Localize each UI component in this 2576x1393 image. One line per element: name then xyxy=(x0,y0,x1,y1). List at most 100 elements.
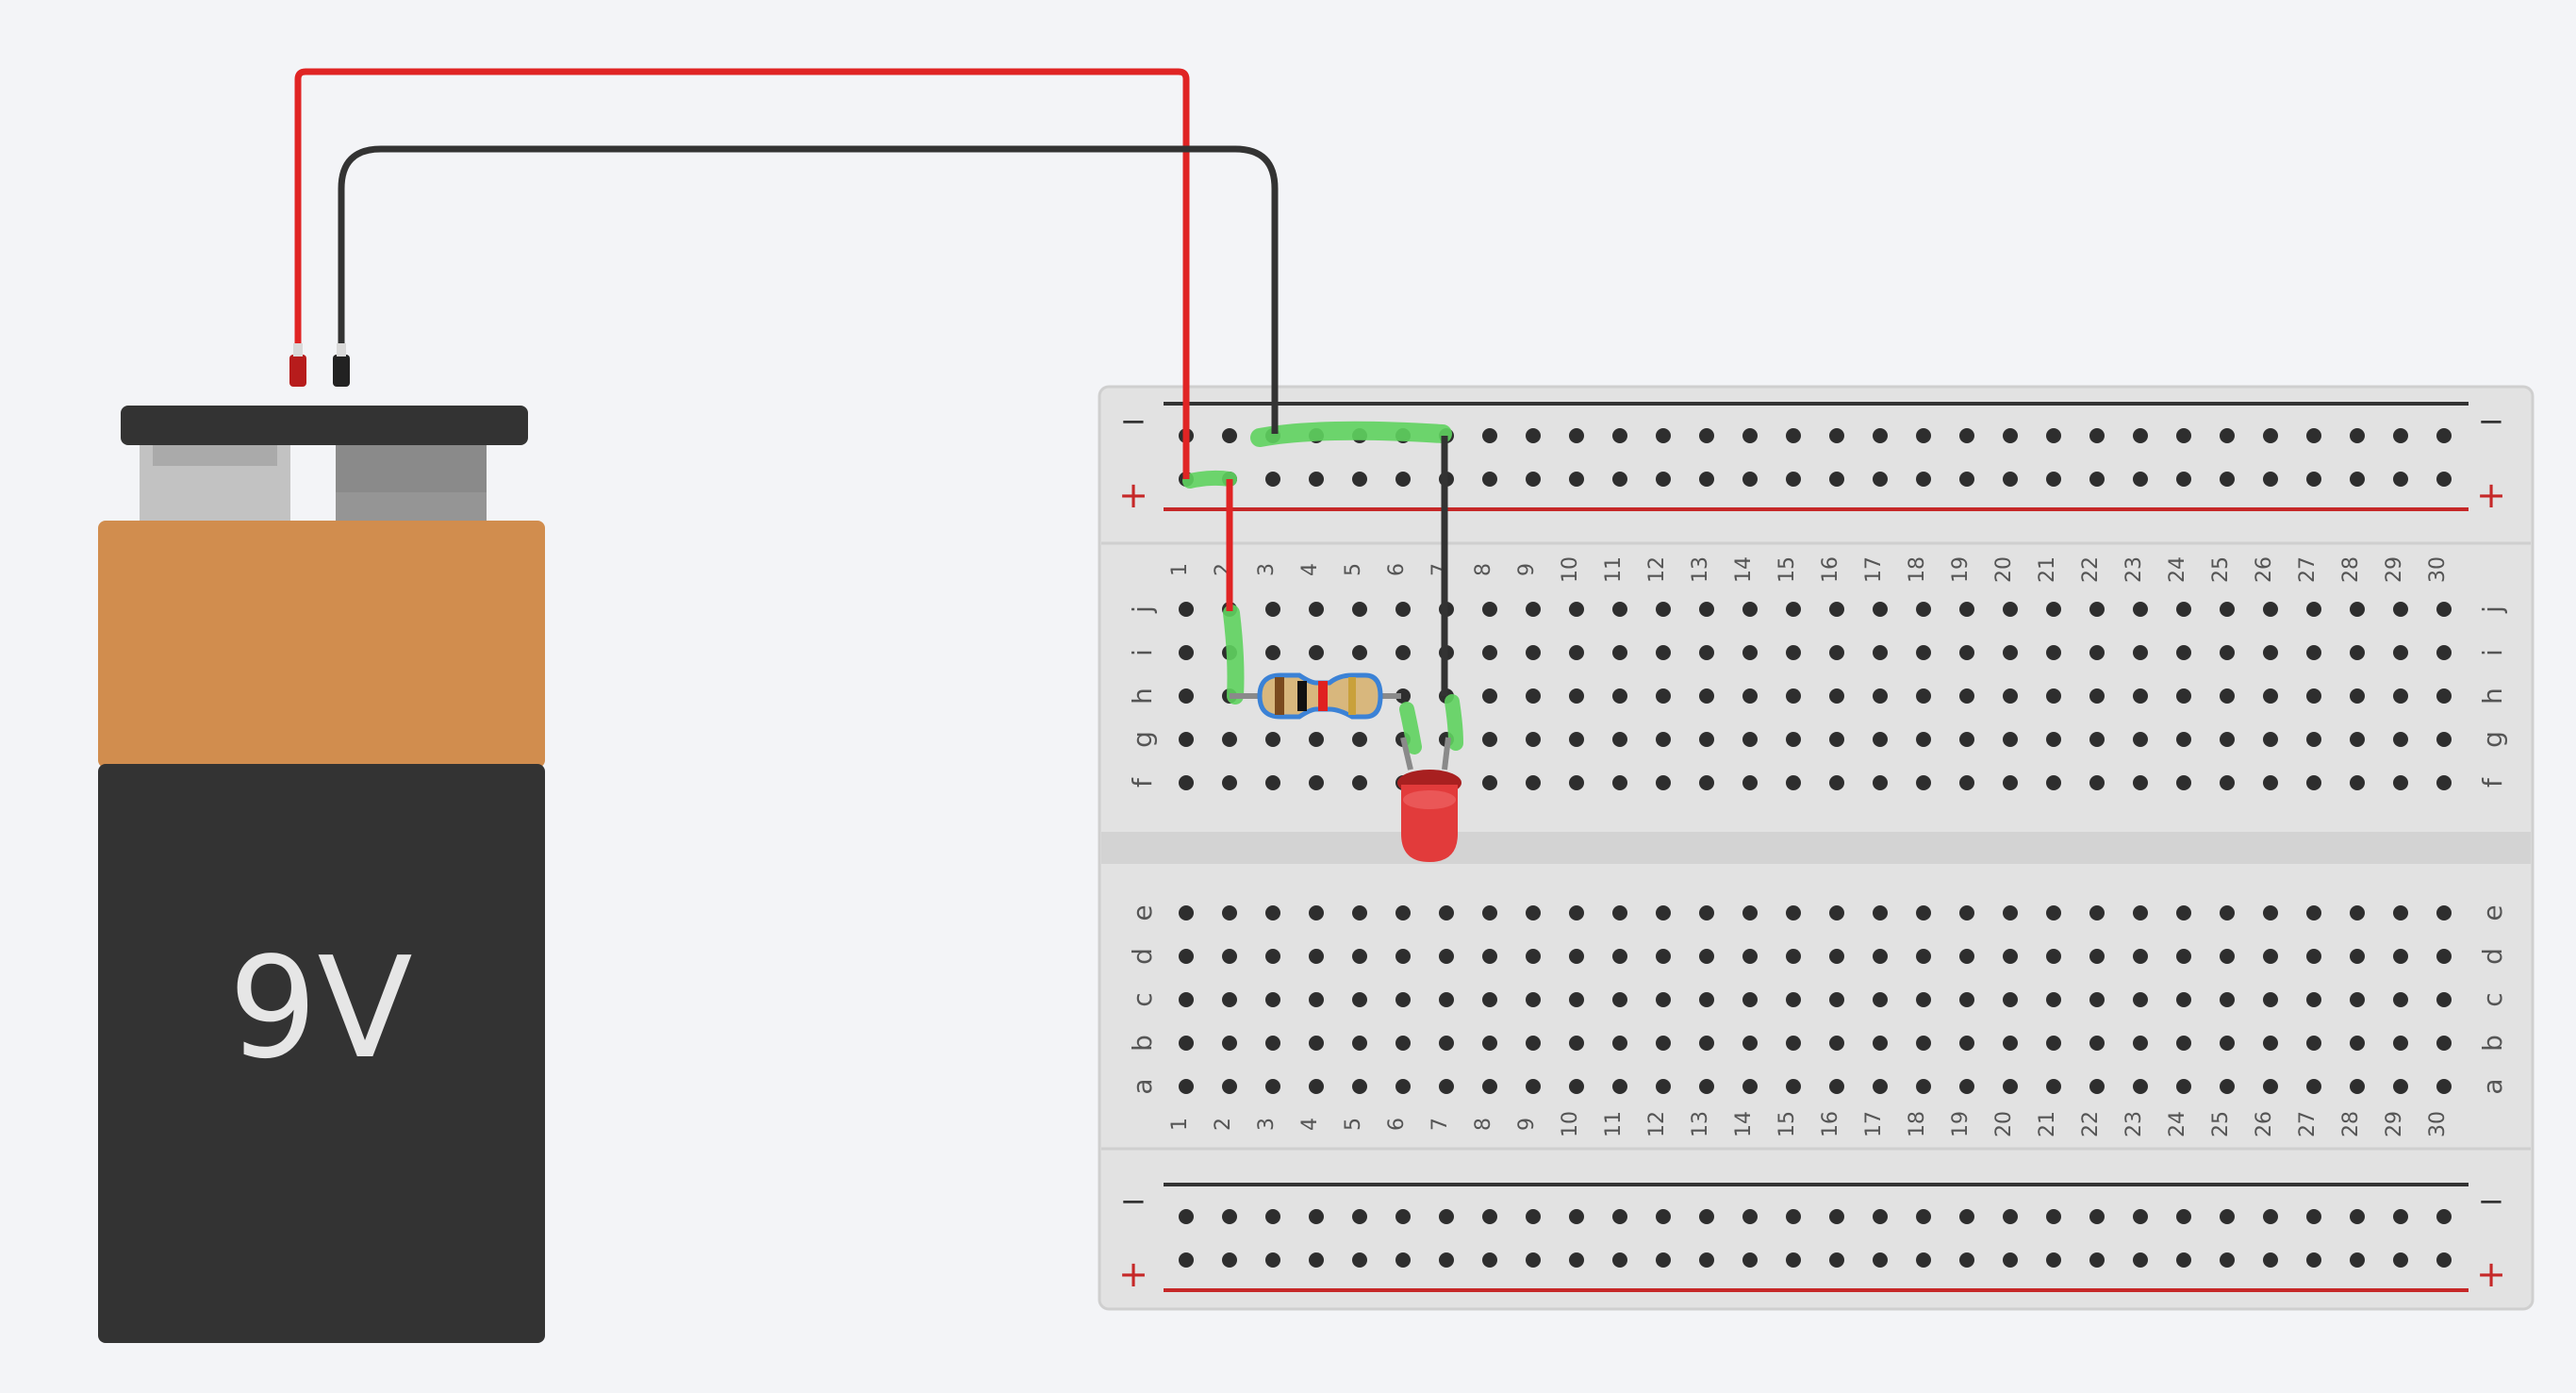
row-b-hole-29[interactable] xyxy=(2393,1036,2408,1051)
row-i-hole-9[interactable] xyxy=(1526,645,1541,660)
bottom-rail-minus-hole-9[interactable] xyxy=(1526,1209,1541,1224)
row-b-hole-2[interactable] xyxy=(1222,1036,1237,1051)
row-f-hole-3[interactable] xyxy=(1265,775,1280,790)
battery-clip-negative[interactable] xyxy=(333,355,350,387)
row-d-hole-22[interactable] xyxy=(2089,949,2105,964)
row-d-hole-5[interactable] xyxy=(1352,949,1367,964)
row-j-hole-9[interactable] xyxy=(1526,602,1541,617)
row-b-hole-23[interactable] xyxy=(2133,1036,2148,1051)
row-i-hole-22[interactable] xyxy=(2089,645,2105,660)
bottom-rail-minus-hole-25[interactable] xyxy=(2220,1209,2235,1224)
top-rail-minus-hole-27[interactable] xyxy=(2306,428,2321,443)
row-h-hole-17[interactable] xyxy=(1873,688,1888,704)
row-d-hole-11[interactable] xyxy=(1612,949,1627,964)
row-a-hole-21[interactable] xyxy=(2046,1079,2061,1094)
row-f-hole-10[interactable] xyxy=(1569,775,1584,790)
top-rail-plus-hole-15[interactable] xyxy=(1786,472,1801,487)
row-e-hole-11[interactable] xyxy=(1612,905,1627,920)
row-e-hole-30[interactable] xyxy=(2436,905,2452,920)
row-g-hole-21[interactable] xyxy=(2046,732,2061,747)
row-c-hole-30[interactable] xyxy=(2436,992,2452,1007)
row-i-hole-11[interactable] xyxy=(1612,645,1627,660)
row-d-hole-18[interactable] xyxy=(1916,949,1931,964)
row-f-hole-18[interactable] xyxy=(1916,775,1931,790)
row-h-hole-30[interactable] xyxy=(2436,688,2452,704)
row-f-hole-20[interactable] xyxy=(2003,775,2018,790)
row-b-hole-3[interactable] xyxy=(1265,1036,1280,1051)
row-a-hole-29[interactable] xyxy=(2393,1079,2408,1094)
row-h-hole-20[interactable] xyxy=(2003,688,2018,704)
row-c-hole-16[interactable] xyxy=(1829,992,1844,1007)
row-b-hole-30[interactable] xyxy=(2436,1036,2452,1051)
row-e-hole-1[interactable] xyxy=(1179,905,1194,920)
bottom-rail-minus-hole-19[interactable] xyxy=(1959,1209,1974,1224)
row-f-hole-11[interactable] xyxy=(1612,775,1627,790)
row-f-hole-17[interactable] xyxy=(1873,775,1888,790)
row-i-hole-29[interactable] xyxy=(2393,645,2408,660)
bottom-rail-plus-hole-23[interactable] xyxy=(2133,1252,2148,1268)
row-e-hole-5[interactable] xyxy=(1352,905,1367,920)
row-g-hole-14[interactable] xyxy=(1742,732,1758,747)
row-c-hole-25[interactable] xyxy=(2220,992,2235,1007)
row-c-hole-12[interactable] xyxy=(1656,992,1671,1007)
row-c-hole-11[interactable] xyxy=(1612,992,1627,1007)
wires[interactable] xyxy=(289,68,1448,696)
row-i-hole-8[interactable] xyxy=(1482,645,1497,660)
bottom-rail-plus-hole-19[interactable] xyxy=(1959,1252,1974,1268)
bottom-rail-plus-hole-10[interactable] xyxy=(1569,1252,1584,1268)
row-a-hole-26[interactable] xyxy=(2263,1079,2278,1094)
row-a-hole-7[interactable] xyxy=(1439,1079,1454,1094)
row-h-hole-19[interactable] xyxy=(1959,688,1974,704)
top-rail-minus-hole-12[interactable] xyxy=(1656,428,1671,443)
top-rail-minus-hole-8[interactable] xyxy=(1482,428,1497,443)
top-rail-minus-hole-23[interactable] xyxy=(2133,428,2148,443)
row-j-hole-5[interactable] xyxy=(1352,602,1367,617)
row-c-hole-13[interactable] xyxy=(1699,992,1714,1007)
bottom-rail-plus-hole-25[interactable] xyxy=(2220,1252,2235,1268)
row-d-hole-13[interactable] xyxy=(1699,949,1714,964)
top-rail-plus-hole-6[interactable] xyxy=(1395,472,1411,487)
top-rail-minus-hole-16[interactable] xyxy=(1829,428,1844,443)
row-j-hole-15[interactable] xyxy=(1786,602,1801,617)
bottom-rail-plus-hole-13[interactable] xyxy=(1699,1252,1714,1268)
row-e-hole-26[interactable] xyxy=(2263,905,2278,920)
row-c-hole-18[interactable] xyxy=(1916,992,1931,1007)
battery-clip-positive[interactable] xyxy=(289,355,306,387)
row-d-hole-17[interactable] xyxy=(1873,949,1888,964)
top-rail-plus-hole-10[interactable] xyxy=(1569,472,1584,487)
bottom-rail-plus-hole-27[interactable] xyxy=(2306,1252,2321,1268)
row-a-hole-2[interactable] xyxy=(1222,1079,1237,1094)
row-b-hole-18[interactable] xyxy=(1916,1036,1931,1051)
row-d-hole-19[interactable] xyxy=(1959,949,1974,964)
row-b-hole-1[interactable] xyxy=(1179,1036,1194,1051)
row-f-hole-15[interactable] xyxy=(1786,775,1801,790)
row-d-hole-15[interactable] xyxy=(1786,949,1801,964)
row-h-hole-12[interactable] xyxy=(1656,688,1671,704)
top-rail-plus-hole-18[interactable] xyxy=(1916,472,1931,487)
row-i-hole-25[interactable] xyxy=(2220,645,2235,660)
row-a-hole-12[interactable] xyxy=(1656,1079,1671,1094)
bottom-rail-plus-hole-12[interactable] xyxy=(1656,1252,1671,1268)
row-c-hole-20[interactable] xyxy=(2003,992,2018,1007)
row-a-hole-5[interactable] xyxy=(1352,1079,1367,1094)
row-g-hole-2[interactable] xyxy=(1222,732,1237,747)
row-a-hole-11[interactable] xyxy=(1612,1079,1627,1094)
bottom-rail-minus-hole-7[interactable] xyxy=(1439,1209,1454,1224)
row-b-hole-6[interactable] xyxy=(1395,1036,1411,1051)
top-rail-minus-hole-19[interactable] xyxy=(1959,428,1974,443)
row-c-hole-15[interactable] xyxy=(1786,992,1801,1007)
bottom-rail-minus-hole-1[interactable] xyxy=(1179,1209,1194,1224)
row-j-hole-10[interactable] xyxy=(1569,602,1584,617)
row-e-hole-20[interactable] xyxy=(2003,905,2018,920)
row-d-hole-27[interactable] xyxy=(2306,949,2321,964)
row-f-hole-1[interactable] xyxy=(1179,775,1194,790)
top-rail-plus-hole-3[interactable] xyxy=(1265,472,1280,487)
row-g-hole-15[interactable] xyxy=(1786,732,1801,747)
row-a-hole-10[interactable] xyxy=(1569,1079,1584,1094)
top-rail-minus-hole-24[interactable] xyxy=(2176,428,2191,443)
row-d-hole-10[interactable] xyxy=(1569,949,1584,964)
bottom-rail-plus-hole-17[interactable] xyxy=(1873,1252,1888,1268)
top-rail-plus-hole-8[interactable] xyxy=(1482,472,1497,487)
row-b-hole-15[interactable] xyxy=(1786,1036,1801,1051)
